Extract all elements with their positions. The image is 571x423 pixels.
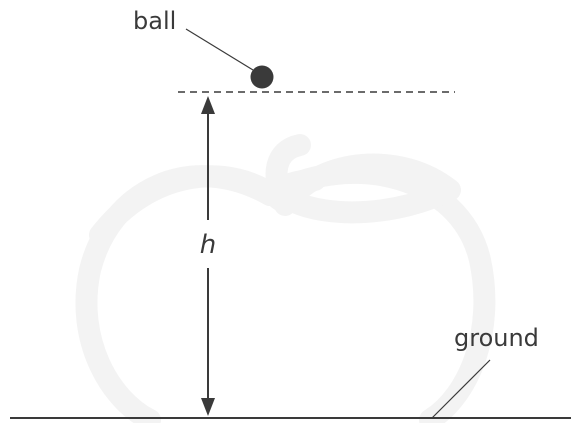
ball (250, 65, 274, 89)
ball-leader-line (185, 28, 254, 71)
ball-label: ball (133, 7, 176, 35)
ground-label: ground (454, 324, 539, 352)
ground-leader-line (431, 359, 491, 419)
apple-watermark-icon (75, 134, 496, 423)
height-label: h (200, 230, 216, 260)
arrowhead-down-icon (201, 398, 215, 416)
arrowhead-up-icon (201, 96, 215, 114)
